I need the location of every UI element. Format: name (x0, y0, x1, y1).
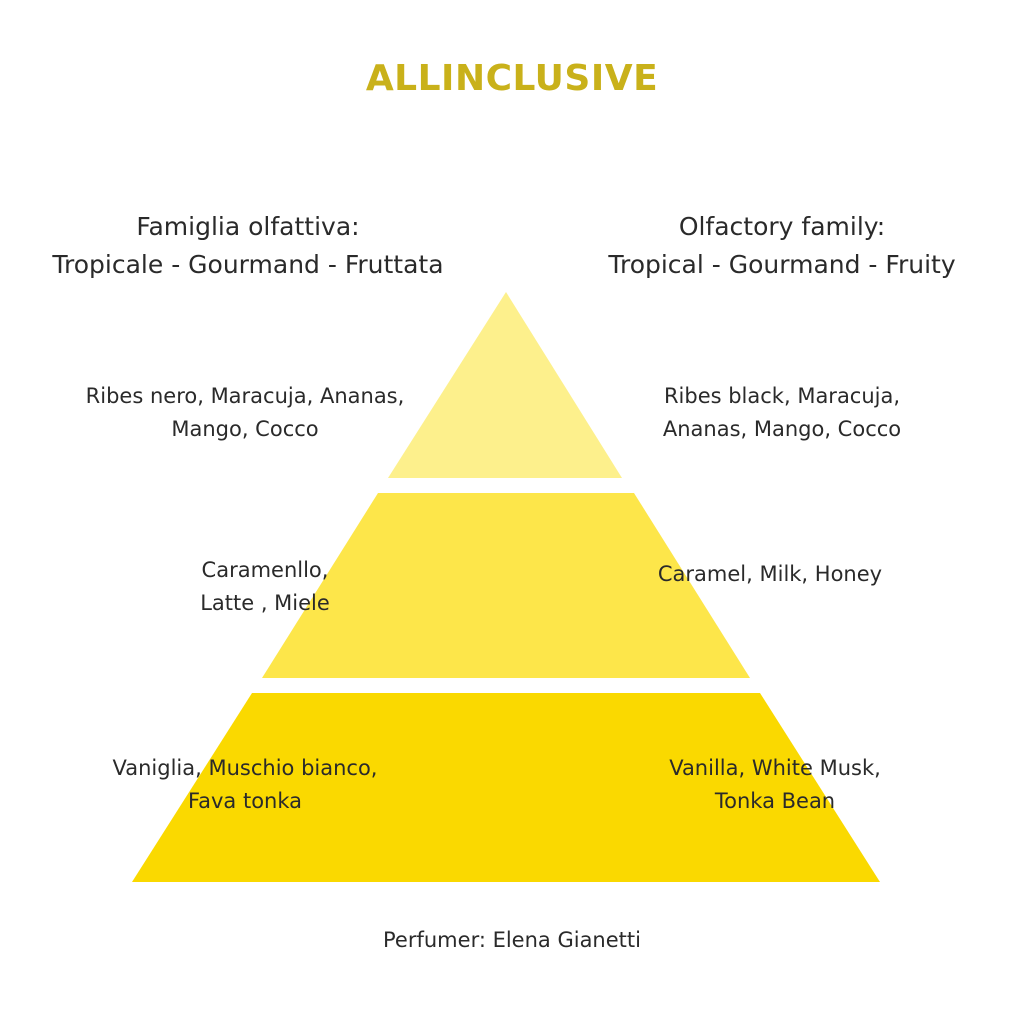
family-heading-italian: Famiglia olfattiva: (136, 212, 360, 241)
pyramid-base-tier (132, 693, 880, 882)
pyramid-top-tier (388, 292, 622, 478)
note-line: Vanilla, White Musk, (669, 756, 881, 780)
middle-notes-italian: Caramenllo, Latte , Miele (120, 554, 410, 620)
note-line: Caramenllo, (201, 558, 329, 582)
note-line: Ribes nero, Maracuja, Ananas, (85, 384, 405, 408)
note-line: Ribes black, Maracuja, (663, 384, 901, 408)
middle-notes-english: Caramel, Milk, Honey (620, 558, 920, 591)
note-line: Tonka Bean (714, 789, 836, 813)
olfactory-family-italian: Famiglia olfattiva: Tropicale - Gourmand… (18, 208, 478, 284)
note-line: Vaniglia, Muschio bianco, (112, 756, 378, 780)
note-line: Fava tonka (187, 789, 303, 813)
note-line: Latte , Miele (200, 591, 330, 615)
note-line: Caramel, Milk, Honey (657, 562, 883, 586)
base-notes-italian: Vaniglia, Muschio bianco, Fava tonka (70, 752, 420, 818)
pyramid-middle-tier (262, 493, 750, 678)
base-notes-english: Vanilla, White Musk, Tonka Bean (620, 752, 930, 818)
family-heading-english: Olfactory family: (678, 212, 886, 241)
perfumer-credit: Perfumer: Elena Gianetti (383, 928, 641, 952)
family-value-english: Tropical - Gourmand - Fruity (608, 250, 956, 279)
top-notes-italian: Ribes nero, Maracuja, Ananas, Mango, Coc… (50, 380, 440, 446)
page-title: ALLINCLUSIVE (365, 58, 659, 99)
olfactory-family-english: Olfactory family: Tropical - Gourmand - … (572, 208, 992, 284)
family-value-italian: Tropicale - Gourmand - Fruttata (52, 250, 444, 279)
note-line: Mango, Cocco (171, 417, 319, 441)
top-notes-english: Ribes black, Maracuja, Ananas, Mango, Co… (592, 380, 972, 446)
note-line: Ananas, Mango, Cocco (662, 417, 902, 441)
